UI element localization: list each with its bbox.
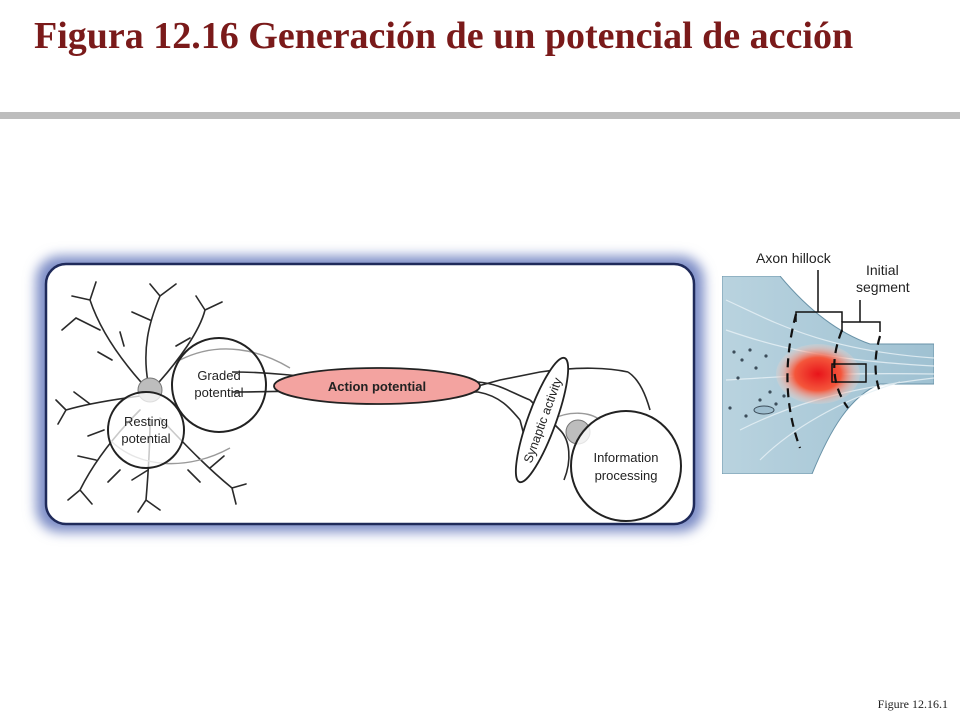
graded-potential-label-1: Graded	[197, 368, 240, 383]
resting-potential-label-1: Resting	[124, 414, 168, 429]
action-potential-ellipse: Action potential	[273, 367, 481, 405]
title-divider	[0, 112, 960, 119]
slide-title: Figura 12.16 Generación de un potencial …	[34, 15, 854, 57]
action-potential-label: Action potential	[328, 379, 426, 394]
information-processing-label-1: Information	[593, 450, 658, 465]
resting-potential-label-2: potential	[121, 431, 170, 446]
information-processing-circle: Information processing	[565, 410, 682, 522]
initial-segment-label-2: segment	[856, 279, 910, 295]
figure-reference: Figure 12.16.1	[877, 697, 948, 711]
axon-hillock-label: Axon hillock	[756, 250, 832, 266]
axon-hillock-panel: Axon hillock Initial segment	[722, 250, 934, 474]
region-brackets	[795, 270, 881, 332]
resting-potential-circle: Resting potential	[107, 391, 185, 469]
graded-potential-label-2: potential	[194, 385, 243, 400]
information-processing-label-2: processing	[595, 468, 658, 483]
neuron-panel: Graded potential Resting potential Actio…	[36, 256, 704, 532]
graded-potential-circle: Graded potential	[171, 337, 267, 433]
initial-segment-label-1: Initial	[866, 262, 899, 278]
